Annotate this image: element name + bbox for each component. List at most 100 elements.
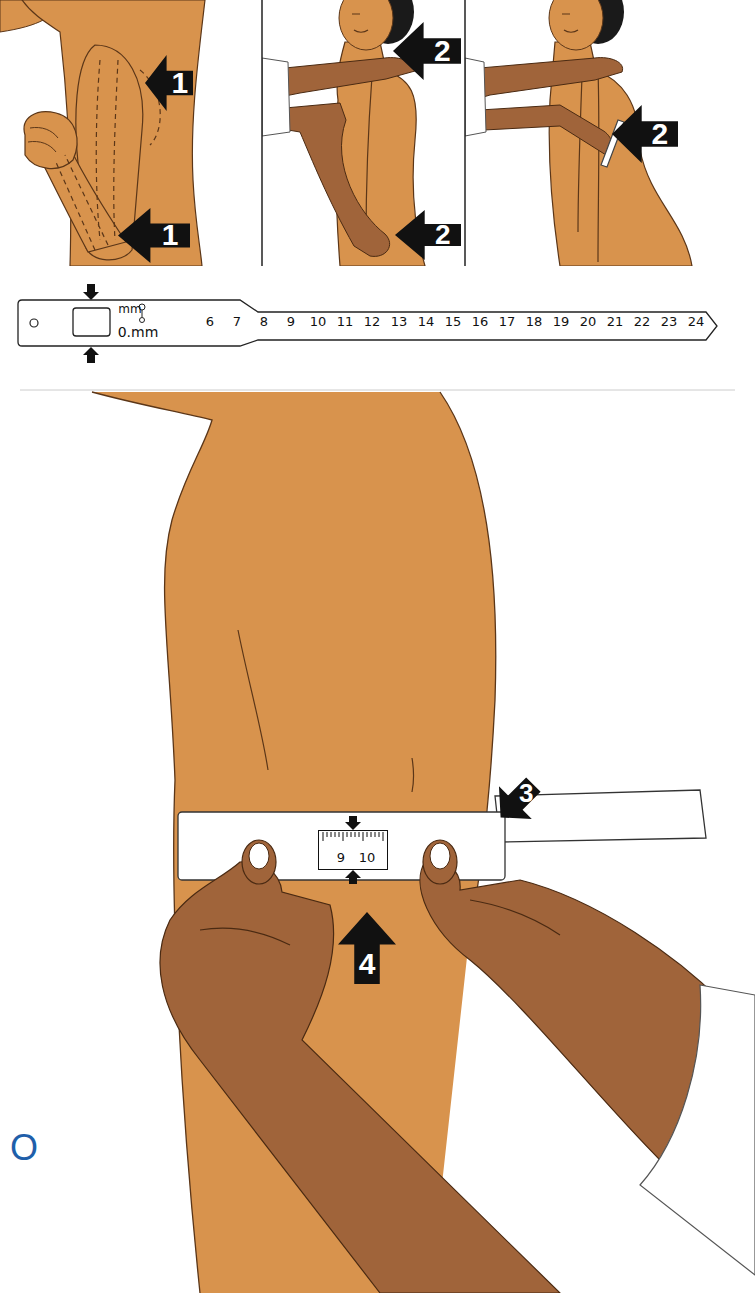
thumb — [423, 840, 457, 884]
arm-line — [578, 70, 599, 262]
arrow-shape — [484, 768, 550, 834]
tick — [327, 832, 328, 837]
pointer-arrow — [345, 870, 361, 884]
callout-arrow: 1 — [145, 55, 193, 111]
scale-number: 21 — [602, 315, 628, 328]
tape-strip — [18, 300, 717, 346]
arrow-shape — [118, 208, 190, 263]
callout-number: 1 — [167, 65, 193, 101]
tick — [379, 832, 380, 837]
panel-one — [0, 0, 205, 266]
unit-mark: 0.mm — [116, 325, 160, 339]
callout-number: 1 — [150, 218, 190, 253]
measuring-tape: mm0.mm6789101112131415161718192021222324 — [18, 298, 718, 348]
scale-number: 8 — [251, 315, 277, 328]
scale-number: 6 — [197, 315, 223, 328]
callout-arrow: 2 — [612, 105, 678, 163]
tick — [335, 832, 336, 837]
scale-number: 16 — [467, 315, 493, 328]
callout-arrow: 2 — [395, 210, 461, 260]
scale-number: 17 — [494, 315, 520, 328]
thumbnail — [249, 843, 269, 869]
tick — [339, 832, 340, 837]
scale-number: 15 — [440, 315, 466, 328]
face-line — [352, 14, 368, 32]
face-line — [562, 14, 578, 32]
tick — [331, 832, 332, 837]
callout-arrow: 4 — [338, 912, 396, 984]
tick — [367, 832, 368, 837]
scale-number: 20 — [575, 315, 601, 328]
tape-window — [73, 308, 110, 336]
armpit-line — [238, 630, 268, 770]
scale-number: 18 — [521, 315, 547, 328]
face — [339, 0, 393, 50]
tick — [347, 832, 348, 837]
sleeve-cuff — [262, 58, 290, 136]
arrow-shape — [338, 912, 396, 984]
scale-number: 14 — [413, 315, 439, 328]
tick — [355, 832, 356, 837]
scale-number: 7 — [224, 315, 250, 328]
arrow-shape — [612, 105, 678, 163]
callout-number: 2 — [424, 32, 461, 69]
scale-number: 13 — [386, 315, 412, 328]
face — [549, 0, 603, 50]
scale-number: 12 — [359, 315, 385, 328]
sleeve-cuff — [640, 985, 755, 1275]
callout-number: 3 — [510, 779, 542, 808]
scale-number: 10 — [305, 315, 331, 328]
tick — [351, 832, 352, 837]
arrow-outline — [395, 210, 461, 260]
sleeve-cuff — [465, 58, 486, 136]
panel-divider — [464, 0, 466, 266]
callout-number: 2 — [425, 219, 461, 251]
finger-line — [28, 127, 58, 152]
pointer-arrow — [83, 347, 99, 363]
measurer-arm — [285, 103, 390, 256]
panel-divider — [261, 0, 263, 266]
tick — [371, 832, 372, 837]
panel-two — [262, 0, 425, 266]
corner-letter: O — [10, 1130, 38, 1166]
measurer-arm — [480, 105, 612, 155]
callout-number: 2 — [642, 115, 678, 152]
pointer-arrow — [345, 816, 361, 830]
fist — [24, 112, 77, 169]
callout-arrow: 3 — [488, 772, 546, 830]
callout-arrow: 2 — [393, 22, 461, 80]
thumb — [242, 840, 276, 884]
scale-ticks — [323, 832, 383, 841]
tick — [343, 832, 344, 841]
panel-three — [465, 0, 692, 266]
arrow-shape — [393, 22, 461, 80]
measurer-arm — [285, 58, 415, 96]
unit-mark: mm — [118, 303, 142, 315]
arrow-outline — [118, 208, 190, 263]
tick — [363, 832, 364, 841]
scale-number: 9 — [329, 851, 353, 864]
scale-number: 23 — [656, 315, 682, 328]
arrow-shape — [145, 55, 193, 111]
scale-number: 22 — [629, 315, 655, 328]
tick — [359, 832, 360, 837]
tape-hole — [30, 319, 38, 327]
tick — [375, 832, 376, 837]
measurer-arm — [480, 58, 623, 98]
scale-number: 24 — [683, 315, 709, 328]
scale-number: 11 — [332, 315, 358, 328]
tick — [383, 832, 384, 841]
tick — [323, 832, 324, 841]
scale-number: 9 — [278, 315, 304, 328]
scale-number: 10 — [355, 851, 379, 864]
arrow-shape — [395, 210, 461, 260]
crease-line — [412, 758, 414, 792]
reading-window: 910 — [318, 830, 388, 870]
callout-arrow: 1 — [118, 208, 190, 263]
arrow-outline — [488, 772, 546, 830]
arrow-outline — [393, 22, 461, 80]
